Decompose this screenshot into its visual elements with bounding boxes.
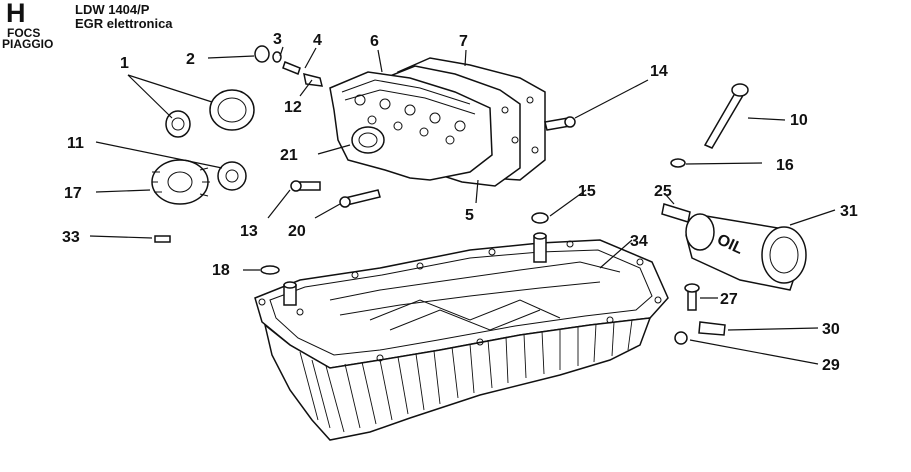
pulley-drawing [165, 89, 255, 138]
callout-12: 12 [284, 99, 302, 116]
callout-15: 15 [578, 183, 596, 200]
callout-29: 29 [822, 357, 840, 374]
callout-18: 18 [212, 262, 230, 279]
callout-3: 3 [273, 31, 282, 48]
engine-variant: EGR elettronica [75, 16, 173, 31]
gear-drawing [151, 159, 247, 205]
callout-6: 6 [370, 33, 379, 50]
section-letter: H [6, 0, 26, 28]
callout-27: 27 [720, 291, 738, 308]
callout-4: 4 [313, 32, 322, 49]
leader-lines [89, 46, 836, 365]
callout-25: 25 [654, 183, 672, 200]
callout-2: 2 [186, 51, 195, 68]
callout-31: 31 [840, 203, 858, 220]
bolts-drawing [154, 116, 576, 243]
callout-34: 34 [630, 233, 648, 250]
engine-model: LDW 1404/P [75, 2, 150, 17]
callout-1: 1 [120, 55, 129, 72]
callout-33: 33 [62, 229, 80, 246]
oil-filter-drawing: OIL [685, 213, 807, 291]
callout-7: 7 [459, 33, 468, 50]
brand-line-2: PIAGGIO [2, 37, 54, 51]
dipstick-drawing [670, 83, 749, 168]
callout-17: 17 [64, 185, 82, 202]
callout-21: 21 [280, 147, 298, 164]
callout-14: 14 [650, 63, 668, 80]
cylinder-head-drawing [329, 57, 546, 187]
callout-10: 10 [790, 112, 808, 129]
callout-5: 5 [465, 207, 474, 224]
fittings-drawing [260, 203, 726, 345]
callout-11: 11 [67, 135, 84, 152]
callout-20: 20 [288, 223, 306, 240]
callout-30: 30 [822, 321, 840, 338]
oil-sump-drawing [254, 232, 669, 441]
callout-labels: 1 2 3 4 5 6 7 10 11 12 13 14 15 16 17 18… [62, 31, 858, 374]
valve-small-parts-drawing [254, 45, 323, 87]
brand-line-1: FOCS [7, 26, 41, 40]
callout-13: 13 [240, 223, 258, 240]
callout-16: 16 [776, 157, 794, 174]
